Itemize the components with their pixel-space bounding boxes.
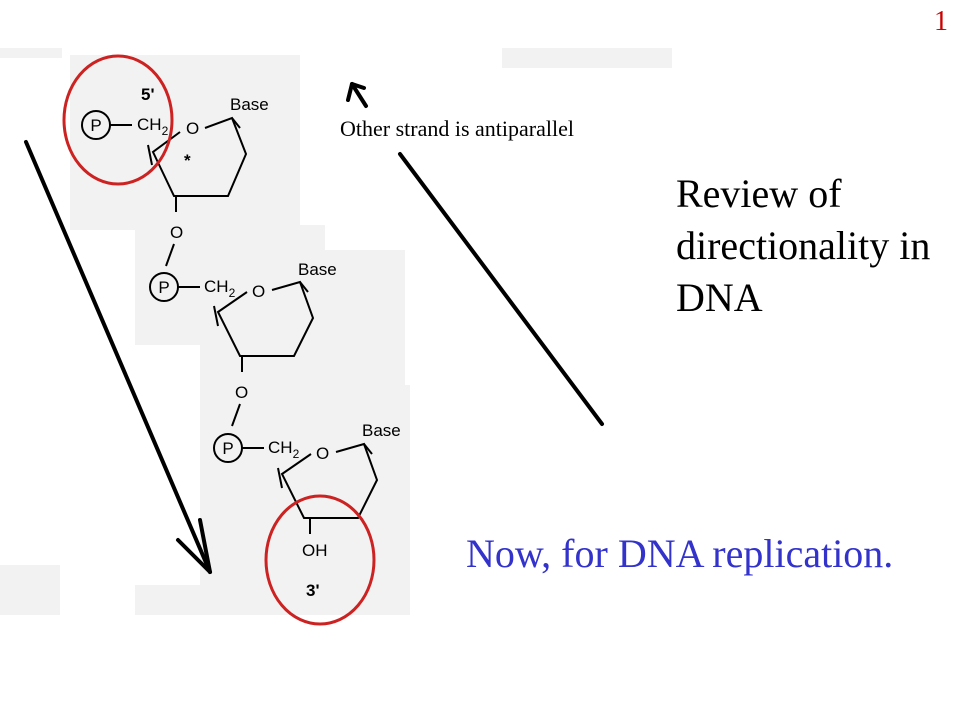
slide-title: Review of directionality in DNA	[676, 168, 956, 324]
three-prime-highlight-circle	[264, 494, 376, 626]
ch2-label: CH2	[268, 438, 300, 461]
antiparallel-arrow	[346, 82, 604, 426]
scan-background	[0, 48, 672, 615]
ch2-label: CH2	[137, 115, 169, 138]
three-prime-label: 3'	[306, 581, 320, 600]
base-bond	[231, 117, 241, 129]
oxygen-to-phosphate-bond	[165, 243, 175, 267]
nucleotide-2: P CH2 O Base O	[149, 260, 337, 427]
phosphate-label: P	[222, 439, 233, 458]
slide-subtitle: Now, for DNA replication.	[466, 531, 894, 576]
phosphate-label: P	[90, 116, 101, 135]
ch2-label: CH2	[204, 277, 236, 300]
strand-direction-arrow	[24, 140, 212, 574]
base-label: Base	[298, 260, 337, 279]
title-line-2: directionality in	[676, 223, 931, 268]
title-line-1: Review of	[676, 171, 842, 216]
ring-oxygen-label: O	[316, 444, 329, 463]
ring-oxygen-label: O	[186, 119, 199, 138]
nucleotide-3: P CH2 O Base OH 3'	[213, 421, 401, 600]
base-bond	[363, 443, 373, 455]
base-bond	[299, 281, 309, 293]
asterisk-marker: *	[184, 151, 191, 170]
ring-tick	[147, 144, 153, 166]
ring-tick	[277, 467, 283, 489]
ring-tick	[213, 305, 219, 327]
phosphate-label: P	[158, 278, 169, 297]
ring-oxygen-label: O	[252, 282, 265, 301]
slide-number: 1	[934, 6, 948, 37]
nucleotide-1: P CH2 5' O Base * O	[81, 85, 269, 267]
hydroxyl-label: OH	[302, 541, 328, 560]
title-line-3: DNA	[676, 275, 763, 320]
antiparallel-annotation: Other strand is antiparallel	[340, 116, 574, 141]
end-highlights	[62, 54, 376, 626]
five-prime-highlight-circle	[62, 54, 174, 186]
linker-oxygen-label: O	[235, 383, 248, 402]
linker-oxygen-label: O	[170, 223, 183, 242]
five-prime-label: 5'	[141, 85, 155, 104]
base-label: Base	[362, 421, 401, 440]
oxygen-to-phosphate-bond	[231, 403, 241, 427]
base-label: Base	[230, 95, 269, 114]
